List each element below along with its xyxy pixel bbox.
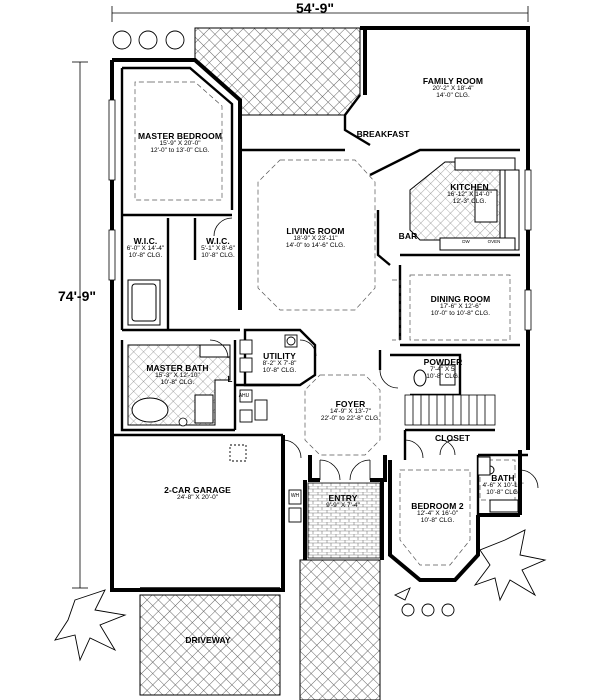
door-swings xyxy=(209,217,539,489)
depth-dimension-label: 74'-9" xyxy=(58,288,96,304)
ceiling-outlines xyxy=(134,81,516,566)
width-dimension-line xyxy=(111,6,529,22)
patio-paving xyxy=(194,27,361,116)
entry-paving xyxy=(307,482,381,559)
kitchen-tile xyxy=(409,157,520,251)
bath-fixtures xyxy=(477,456,519,513)
garage-fixtures xyxy=(229,444,302,523)
powder-fixtures xyxy=(413,364,456,387)
interior-walls xyxy=(112,66,528,515)
master-bath-tile xyxy=(127,344,231,427)
windows xyxy=(108,99,532,331)
driveway-paving xyxy=(139,559,381,700)
utility-appliances xyxy=(239,334,298,423)
depth-dimension-line xyxy=(72,61,88,589)
width-dimension-label: 54'-9" xyxy=(296,0,334,16)
landscaping xyxy=(53,30,547,662)
stairs xyxy=(404,394,496,426)
master-tub xyxy=(127,279,161,326)
